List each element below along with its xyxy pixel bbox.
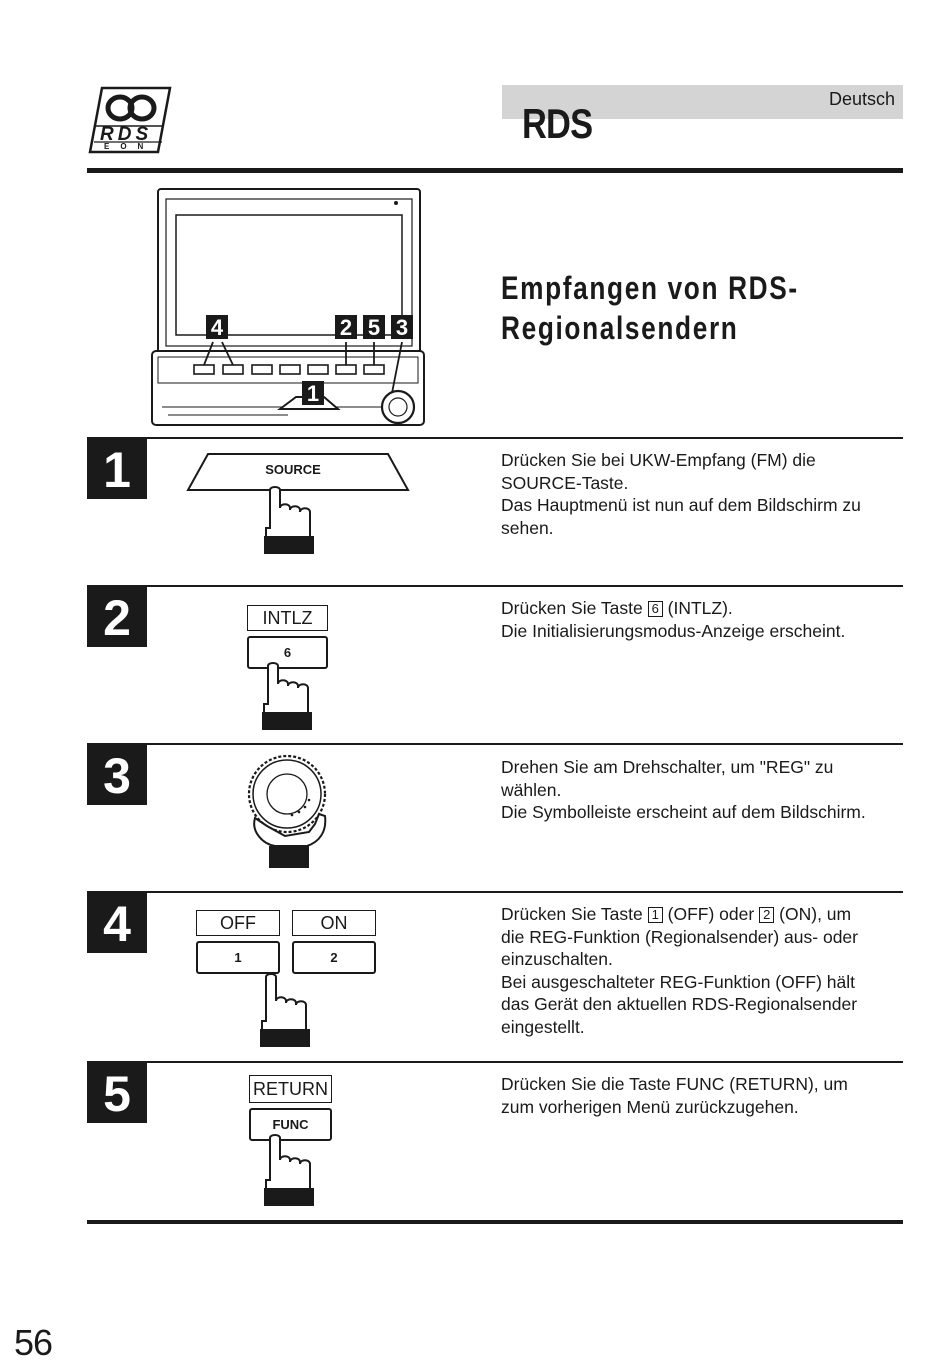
step-5-text: Drücken Sie die Taste FUNC (RETURN), um … bbox=[501, 1073, 901, 1118]
step-1-text: Drücken Sie bei UKW-Empfang (FM) die SOU… bbox=[501, 449, 901, 539]
on-screen-label: ON bbox=[292, 910, 376, 936]
step-5-rule bbox=[87, 1061, 903, 1063]
step-5-line: zum vorherigen Menü zurückzugehen. bbox=[501, 1096, 799, 1117]
step-1-line: SOURCE-Taste. bbox=[501, 472, 629, 493]
step-2-rule bbox=[87, 585, 903, 587]
page-title-line2: Regionalsendern bbox=[501, 310, 739, 346]
step-1-rule bbox=[87, 437, 903, 439]
callout-1: 1 bbox=[302, 381, 324, 406]
callout-2: 2 bbox=[335, 315, 357, 340]
step-1-number: 1 bbox=[87, 439, 147, 499]
return-screen-label: RETURN bbox=[249, 1075, 332, 1103]
step-2-line: Die Initialisierungsmodus-Anzeige ersche… bbox=[501, 620, 846, 641]
step-4-line: Drücken Sie Taste 1 (OFF) oder 2 (ON), u… bbox=[501, 903, 901, 926]
callout-5: 5 bbox=[363, 315, 385, 340]
step-4-line: das Gerät den aktuellen RDS-Regionalsend… bbox=[501, 994, 858, 1014]
step-5-number: 5 bbox=[87, 1063, 147, 1123]
step-2-line: Drücken Sie Taste 6 (INTLZ). bbox=[501, 597, 901, 620]
step-2-text: Drücken Sie Taste 6 (INTLZ). Die Initial… bbox=[501, 597, 901, 642]
header-rule bbox=[87, 168, 903, 173]
step-3-line: wählen. bbox=[501, 779, 562, 800]
logo-subtext: EON bbox=[104, 142, 155, 151]
step-3-rule bbox=[87, 743, 903, 745]
logo-text: RDS bbox=[100, 124, 153, 145]
page-title: Empfangen von RDS- Regionalsendern bbox=[501, 268, 862, 348]
language-bar: Deutsch bbox=[502, 85, 903, 119]
rotary-knob-hand-icon bbox=[247, 754, 327, 868]
step-1-line: sehen. bbox=[501, 517, 554, 538]
step-4-line: Bei ausgeschalteter REG-Funktion (OFF) h… bbox=[501, 971, 856, 992]
func-button: FUNC bbox=[249, 1108, 332, 1141]
step-4-text: Drücken Sie Taste 1 (OFF) oder 2 (ON), u… bbox=[501, 903, 901, 1038]
pressing-hand-icon bbox=[264, 1134, 314, 1206]
step-1-line: Das Hauptmenü ist nun auf dem Bildschirm… bbox=[501, 495, 861, 515]
head-unit-illustration: 4 2 5 3 1 bbox=[148, 185, 428, 430]
step-3-text: Drehen Sie am Drehschalter, um "REG" zu … bbox=[501, 756, 901, 824]
key-1-indicator: 1 bbox=[647, 907, 663, 923]
preset-6-button: 6 bbox=[247, 636, 328, 669]
callout-3: 3 bbox=[391, 315, 413, 340]
step-3-number: 3 bbox=[87, 745, 147, 805]
step-4-line: einzuschalten. bbox=[501, 949, 613, 969]
footer-rule bbox=[87, 1220, 903, 1224]
pressing-hand-icon bbox=[264, 486, 314, 554]
step-4-number: 4 bbox=[87, 893, 147, 953]
section-title: RDS bbox=[522, 100, 593, 147]
intlz-screen-label: INTLZ bbox=[247, 605, 328, 631]
step-4-text-a: Drücken Sie Taste bbox=[501, 904, 648, 924]
source-button-label: SOURCE bbox=[265, 462, 321, 477]
step-1-line: Drücken Sie bei UKW-Empfang (FM) die bbox=[501, 450, 816, 470]
page-number: 56 bbox=[14, 1322, 53, 1363]
preset-1-button: 1 bbox=[196, 941, 280, 974]
key-6-indicator: 6 bbox=[647, 601, 663, 617]
step-4-text-b: (OFF) oder bbox=[662, 904, 760, 924]
step-4-line: die REG-Funktion (Regionalsender) aus- o… bbox=[501, 926, 858, 947]
step-2-text-a: Drücken Sie Taste bbox=[501, 598, 648, 618]
pressing-hand-icon bbox=[260, 973, 310, 1047]
off-screen-label: OFF bbox=[196, 910, 280, 936]
step-2-number: 2 bbox=[87, 587, 147, 647]
callout-4: 4 bbox=[206, 315, 228, 340]
step-4-text-c: (ON), um bbox=[774, 904, 852, 924]
source-button-illustration: SOURCE bbox=[186, 452, 410, 556]
preset-2-button: 2 bbox=[292, 941, 376, 974]
step-2-text-b: (INTLZ). bbox=[662, 598, 733, 618]
page-title-line1: Empfangen von RDS- bbox=[501, 270, 799, 306]
language-label: Deutsch bbox=[828, 89, 895, 109]
rds-eon-logo: RDS EON bbox=[88, 86, 172, 154]
step-3-line: Drehen Sie am Drehschalter, um "REG" zu bbox=[501, 757, 834, 777]
step-5-line: Drücken Sie die Taste FUNC (RETURN), um bbox=[501, 1074, 848, 1094]
step-4-line: eingestellt. bbox=[501, 1016, 585, 1037]
key-2-indicator: 2 bbox=[759, 907, 775, 923]
step-3-line: Die Symbolleiste erscheint auf dem Bilds… bbox=[501, 802, 866, 822]
step-4-rule bbox=[87, 891, 903, 893]
pressing-hand-icon bbox=[262, 662, 312, 730]
